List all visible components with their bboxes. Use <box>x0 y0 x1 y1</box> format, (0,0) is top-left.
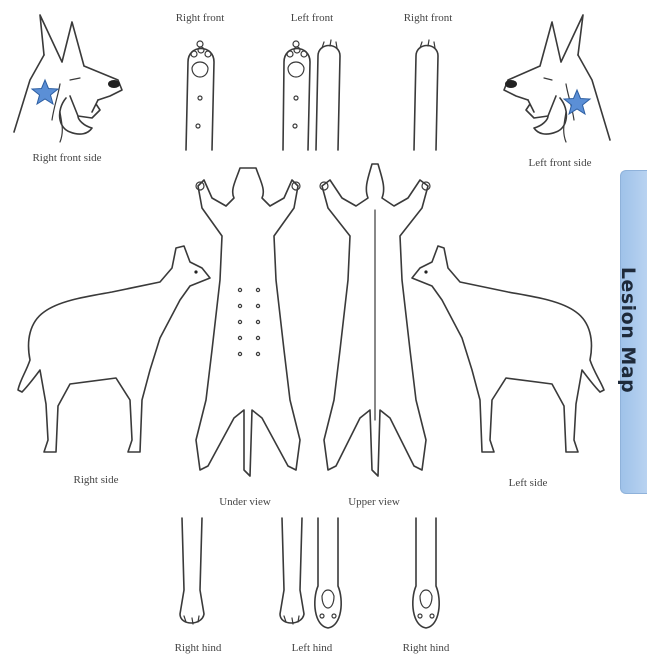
paw-right-front <box>186 41 214 150</box>
label-under-view: Under view <box>219 496 271 508</box>
label-upper-view: Upper view <box>348 496 400 508</box>
leg-right-hind <box>180 518 204 624</box>
leg-left-hind-top <box>280 518 304 624</box>
label-right-front-side: Right front side <box>32 152 101 164</box>
lesion-map-tab-title: Lesion Map <box>617 267 639 393</box>
label-right-hind-2: Right hind <box>403 642 450 654</box>
label-right-front-2: Right front <box>404 12 453 24</box>
lesion-marker-star-icon <box>32 80 58 104</box>
leg-right-hind-pads <box>413 518 439 628</box>
label-left-hind: Left hind <box>292 642 333 654</box>
head-right-front-side <box>14 15 122 142</box>
label-right-front-1: Right front <box>176 12 225 24</box>
body-upper-view <box>320 164 430 476</box>
body-under-view <box>196 168 300 476</box>
head-left-front-side <box>504 15 610 142</box>
label-left-front-side: Left front side <box>529 157 592 169</box>
paw-left-front-top <box>316 40 340 150</box>
leg-left-hind-pads <box>315 518 341 628</box>
label-left-front: Left front <box>291 12 333 24</box>
paw-left-front-pads <box>283 41 310 150</box>
label-left-side: Left side <box>509 477 548 489</box>
paw-right-front-top <box>414 40 438 150</box>
label-right-side: Right side <box>74 474 119 486</box>
dog-left-side <box>412 246 604 452</box>
label-right-hind-1: Right hind <box>175 642 222 654</box>
dog-right-side <box>18 246 210 452</box>
